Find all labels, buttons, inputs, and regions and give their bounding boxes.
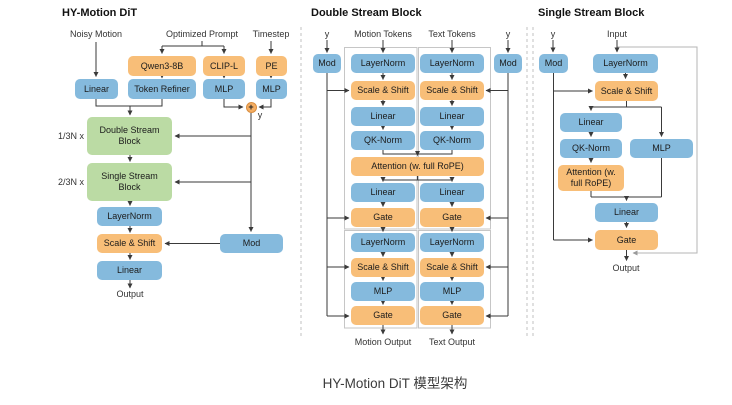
- box-scale-shift-final: Scale & Shift: [97, 234, 162, 253]
- box-motion-scale-shift-1: Scale & Shift: [351, 81, 415, 100]
- label-double-stream-multiplier: 1/3N x: [57, 131, 84, 141]
- double-stream-wires: [324, 40, 511, 335]
- single-stream-skip: [617, 46, 698, 256]
- label-text-tokens: Text Tokens: [428, 29, 476, 39]
- box-motion-layernorm-2: LayerNorm: [351, 233, 415, 252]
- left-panel-title: HY-Motion DiT: [62, 7, 138, 19]
- box-qwen3-8b: Qwen3-8B: [128, 56, 196, 76]
- box-single-linear-1: Linear: [560, 113, 622, 132]
- box-single-mlp: MLP: [630, 139, 693, 158]
- label-motion-tokens: Motion Tokens: [354, 29, 412, 39]
- box-single-layernorm: LayerNorm: [593, 54, 658, 73]
- box-single-scale-shift: Scale & Shift: [595, 81, 658, 101]
- label-motion-output: Motion Output: [354, 337, 412, 347]
- label-text-output: Text Output: [428, 337, 476, 347]
- box-mlp-clip: MLP: [203, 79, 245, 99]
- box-motion-qk-norm: QK-Norm: [351, 131, 415, 150]
- label-noisy-motion: Noisy Motion: [69, 29, 123, 39]
- left-panel-wires: [93, 41, 274, 289]
- single-stream-wires: [550, 40, 664, 261]
- box-double-attention: Attention (w. full RoPE): [351, 157, 484, 176]
- figure-caption: HY-Motion DiT 模型架构: [322, 376, 468, 391]
- box-text-gate-2: Gate: [420, 306, 484, 325]
- label-output-left: Output: [116, 289, 144, 299]
- box-text-scale-shift-2: Scale & Shift: [420, 258, 484, 277]
- box-pe: PE: [256, 56, 287, 76]
- box-single-stream-block: Single Stream Block: [87, 163, 172, 201]
- box-motion-linear-2: Linear: [351, 183, 415, 202]
- label-output-single: Output: [612, 263, 640, 273]
- label-y-single: y: [550, 29, 556, 39]
- box-motion-gate-2: Gate: [351, 306, 415, 325]
- box-motion-layernorm-1: LayerNorm: [351, 54, 415, 73]
- box-text-gate-1: Gate: [420, 208, 484, 227]
- box-single-linear-2: Linear: [595, 203, 658, 222]
- panel-separators: [300, 27, 534, 338]
- single-stream-panel-title: Single Stream Block: [538, 7, 645, 19]
- box-mod-left-panel: Mod: [220, 234, 283, 253]
- box-text-layernorm-2: LayerNorm: [420, 233, 484, 252]
- label-y-right: y: [505, 29, 511, 39]
- box-motion-gate-1: Gate: [351, 208, 415, 227]
- box-text-linear-2: Linear: [420, 183, 484, 202]
- box-linear-input: Linear: [75, 79, 118, 99]
- label-optimized-prompt: Optimized Prompt: [165, 29, 239, 39]
- box-single-gate: Gate: [595, 230, 658, 250]
- box-mod-text: Mod: [494, 54, 522, 73]
- box-mod-motion: Mod: [313, 54, 341, 73]
- box-single-mod: Mod: [539, 54, 568, 73]
- box-single-qk-norm: QK-Norm: [560, 139, 622, 158]
- box-token-refiner: Token Refiner: [128, 79, 196, 99]
- box-text-linear-1: Linear: [420, 107, 484, 126]
- box-text-scale-shift-1: Scale & Shift: [420, 81, 484, 100]
- box-text-qk-norm: QK-Norm: [420, 131, 484, 150]
- box-text-layernorm-1: LayerNorm: [420, 54, 484, 73]
- plus-merge-icon: +: [245, 101, 257, 113]
- box-single-attention: Attention (w. full RoPE): [558, 165, 624, 191]
- double-stream-panel-title: Double Stream Block: [311, 7, 422, 19]
- box-linear-final: Linear: [97, 261, 162, 280]
- label-timestep: Timestep: [252, 29, 290, 39]
- label-input-single: Input: [606, 29, 628, 39]
- box-layernorm-final: LayerNorm: [97, 207, 162, 226]
- box-clip-l: CLIP-L: [203, 56, 245, 76]
- box-motion-mlp: MLP: [351, 282, 415, 301]
- box-text-mlp: MLP: [420, 282, 484, 301]
- box-mlp-pe: MLP: [256, 79, 287, 99]
- box-motion-scale-shift-2: Scale & Shift: [351, 258, 415, 277]
- label-y-left: y: [324, 29, 330, 39]
- box-double-stream-block: Double Stream Block: [87, 117, 172, 155]
- label-single-stream-multiplier: 2/3N x: [57, 177, 84, 187]
- label-y-conditioning: y: [257, 110, 263, 120]
- box-motion-linear-1: Linear: [351, 107, 415, 126]
